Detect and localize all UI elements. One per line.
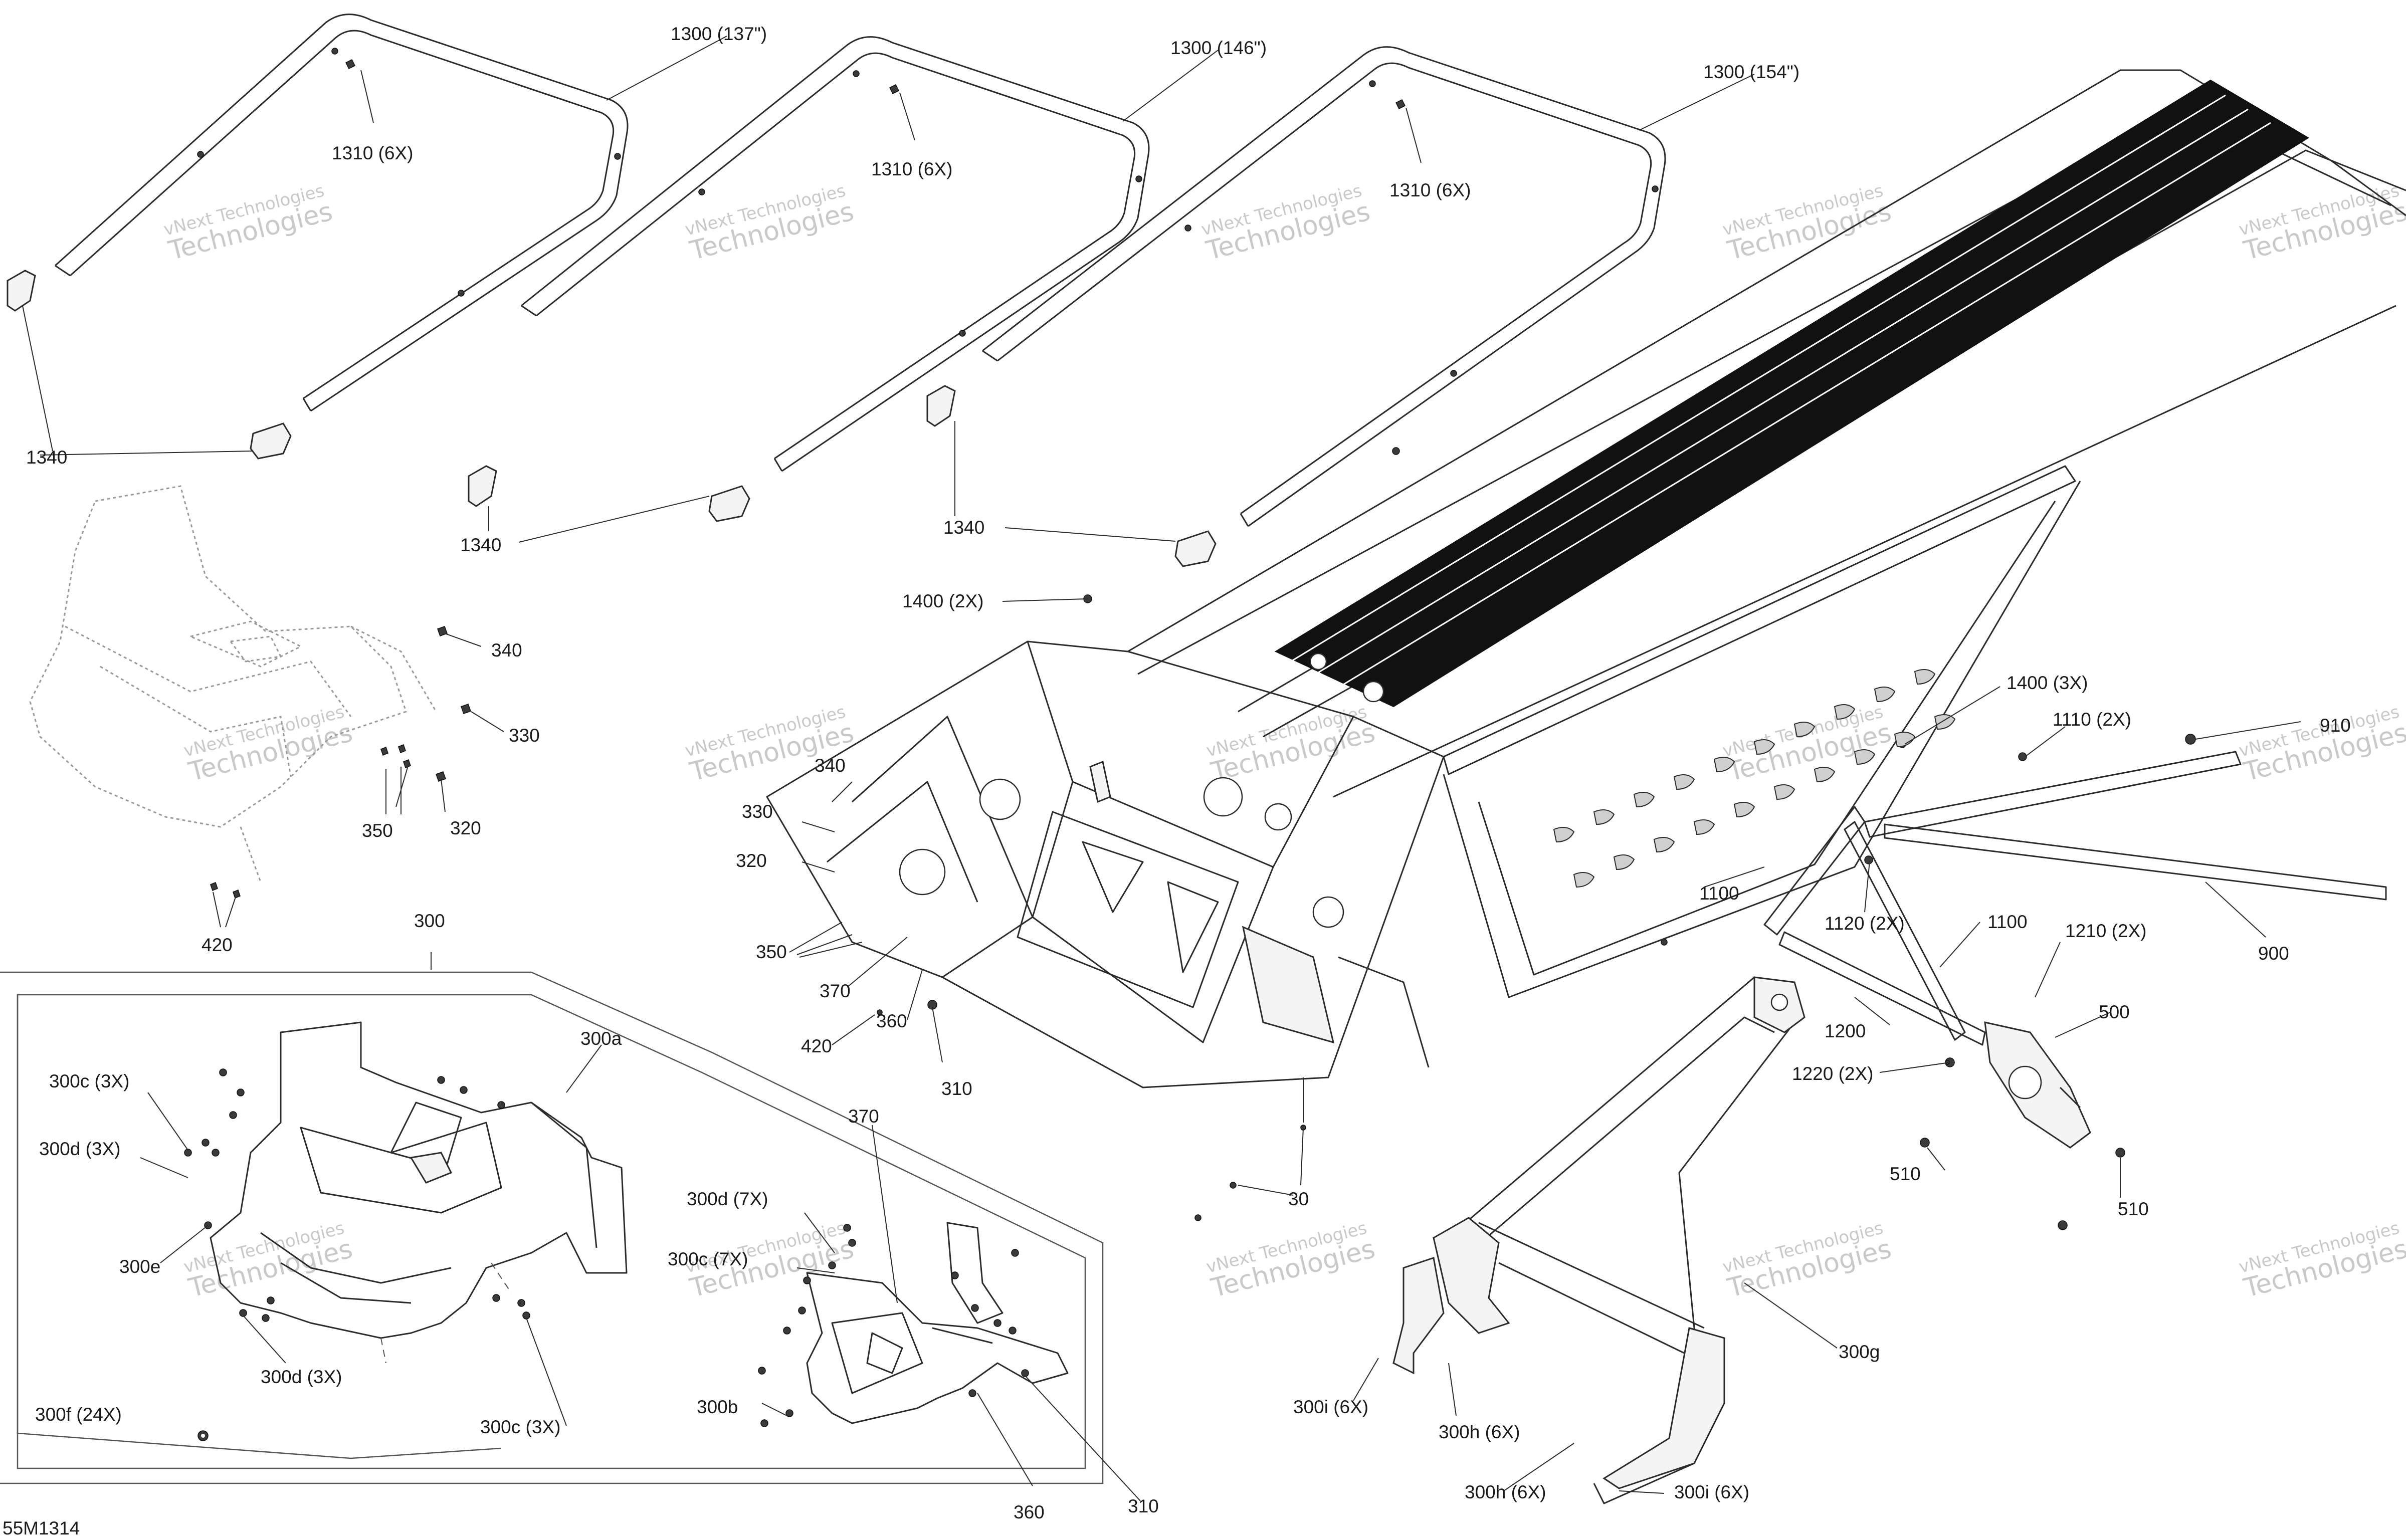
callout-300b: 300b xyxy=(697,1397,738,1417)
callout-320: 320 xyxy=(450,818,481,838)
callout-300c: 300c (7X) xyxy=(668,1249,748,1269)
front-bumper-assembly xyxy=(29,485,471,899)
callout-300: 300 xyxy=(414,911,445,931)
callout-300h: 300h (6X) xyxy=(1465,1482,1546,1502)
rear-suspension-arms xyxy=(1392,751,2387,1504)
callout-300e: 300e xyxy=(119,1256,160,1277)
callout-1100: 1100 xyxy=(1699,883,1739,904)
callout-300d: 300d (3X) xyxy=(39,1139,121,1159)
leader-lines xyxy=(22,36,2301,1501)
callout-1110: 1110 (2X) xyxy=(2053,709,2131,730)
callout-350: 350 xyxy=(756,942,787,962)
callout-30: 30 xyxy=(1288,1189,1309,1209)
callout-360: 360 xyxy=(876,1011,907,1031)
callout-370: 370 xyxy=(820,981,851,1001)
callout-910: 910 xyxy=(2320,715,2351,736)
callout-330: 330 xyxy=(742,801,773,822)
callout-1100: 1100 xyxy=(1987,912,2028,932)
callout-370: 370 xyxy=(848,1106,879,1127)
fasteners-300 xyxy=(184,1068,1029,1441)
callout-340: 340 xyxy=(491,640,522,661)
callout-300d: 300d (3X) xyxy=(261,1367,342,1387)
callout-1340: 1340 xyxy=(943,517,984,538)
callout-1340: 1340 xyxy=(460,535,501,555)
callout-420: 420 xyxy=(202,935,233,955)
callout-1300-137: 1300 (137") xyxy=(671,24,767,44)
callout-1400: 1400 (3X) xyxy=(2007,673,2088,693)
callout-300d: 300d (7X) xyxy=(687,1189,768,1209)
tunnel-assembly xyxy=(766,69,2406,1088)
callout-320: 320 xyxy=(736,850,767,871)
callout-labels: 1300 (137") 1300 (146") 1300 (154") 1310… xyxy=(3,24,2351,1538)
callout-350: 350 xyxy=(362,820,393,841)
callout-1310: 1310 (6X) xyxy=(1389,180,1471,200)
callout-1300-154: 1300 (154") xyxy=(1703,62,1799,82)
callout-300f: 300f (24X) xyxy=(35,1404,122,1425)
callout-1310: 1310 (6X) xyxy=(332,143,414,163)
callout-1340: 1340 xyxy=(26,447,67,468)
callout-1400: 1400 (2X) xyxy=(902,591,984,611)
callout-1120: 1120 (2X) xyxy=(1825,913,1905,934)
callout-1200: 1200 xyxy=(1825,1021,1866,1041)
callout-340: 340 xyxy=(815,755,846,776)
callout-360: 360 xyxy=(1014,1502,1045,1522)
callout-310: 310 xyxy=(941,1078,972,1099)
callout-300i: 300i (6X) xyxy=(1293,1397,1368,1417)
drawing-number: 55M1314 xyxy=(3,1518,80,1538)
callout-1220: 1220 (2X) xyxy=(1792,1063,1874,1084)
callout-330: 330 xyxy=(509,725,540,746)
callout-310: 310 xyxy=(1128,1496,1159,1516)
callout-1210: 1210 (2X) xyxy=(2065,921,2147,941)
callout-510: 510 xyxy=(2118,1199,2149,1219)
callout-500: 500 xyxy=(2099,1002,2130,1022)
callout-900: 900 xyxy=(2258,943,2289,964)
callout-300c: 300c (3X) xyxy=(49,1071,129,1091)
running-board-loop-137 xyxy=(7,14,629,460)
callout-510: 510 xyxy=(1890,1164,1921,1184)
callout-300a: 300a xyxy=(580,1028,622,1049)
callout-420: 420 xyxy=(801,1036,832,1056)
running-board-loop-154 xyxy=(926,46,1666,567)
callout-1310: 1310 (6X) xyxy=(871,159,953,179)
running-board-loop-146 xyxy=(468,36,1150,522)
callout-1300-146: 1300 (146") xyxy=(1170,38,1267,58)
callout-300i: 300i (6X) xyxy=(1674,1482,1749,1502)
callout-300h: 300h (6X) xyxy=(1439,1422,1520,1442)
callout-300g: 300g xyxy=(1839,1342,1880,1362)
group-300-frame xyxy=(0,971,1104,1484)
callout-300c: 300c (3X) xyxy=(480,1417,560,1437)
